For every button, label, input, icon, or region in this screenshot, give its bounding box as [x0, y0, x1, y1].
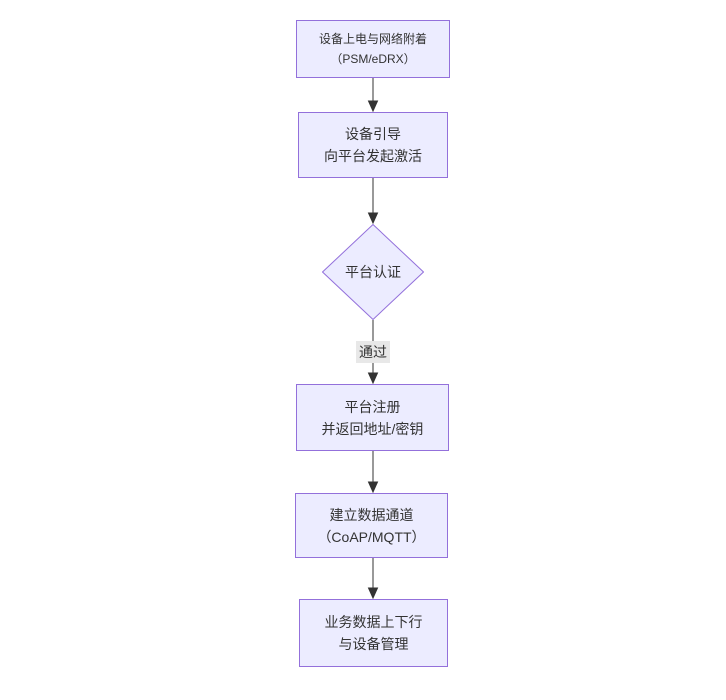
node-platform-auth: 平台认证 — [322, 224, 424, 320]
diamond-shape — [322, 224, 424, 320]
node-platform-register: 平台注册 并返回地址/密钥 — [296, 384, 449, 451]
node-business-data: 业务数据上下行 与设备管理 — [299, 599, 448, 667]
arrowhead-icon — [367, 212, 379, 225]
node-line: 平台认证 — [345, 264, 401, 280]
node-device-attach: 设备上电与网络附着 （PSM/eDRX） — [296, 20, 450, 78]
node-line: 向平台发起激活 — [324, 148, 422, 164]
node-line: 建立数据通道 — [329, 506, 414, 523]
node-line: （CoAP/MQTT） — [317, 528, 426, 545]
arrowhead-icon — [367, 372, 379, 385]
node-line: 并返回地址/密钥 — [321, 420, 424, 437]
node-device-bootstrap: 设备引导 向平台发起激活 — [298, 112, 448, 178]
node-line: 业务数据上下行 — [324, 614, 423, 630]
node-line: 设备引导 — [345, 126, 401, 142]
node-data-channel: 建立数据通道 （CoAP/MQTT） — [295, 493, 448, 558]
arrowhead-icon — [367, 100, 379, 113]
arrowhead-icon — [367, 587, 379, 600]
node-line: 与设备管理 — [338, 636, 409, 652]
node-line: 平台注册 — [344, 398, 401, 415]
arrowhead-icon — [367, 481, 379, 494]
edge-label-pass: 通过 — [356, 341, 390, 363]
node-line: 设备上电与网络附着 — [318, 32, 427, 46]
node-line: （PSM/eDRX） — [330, 52, 416, 66]
